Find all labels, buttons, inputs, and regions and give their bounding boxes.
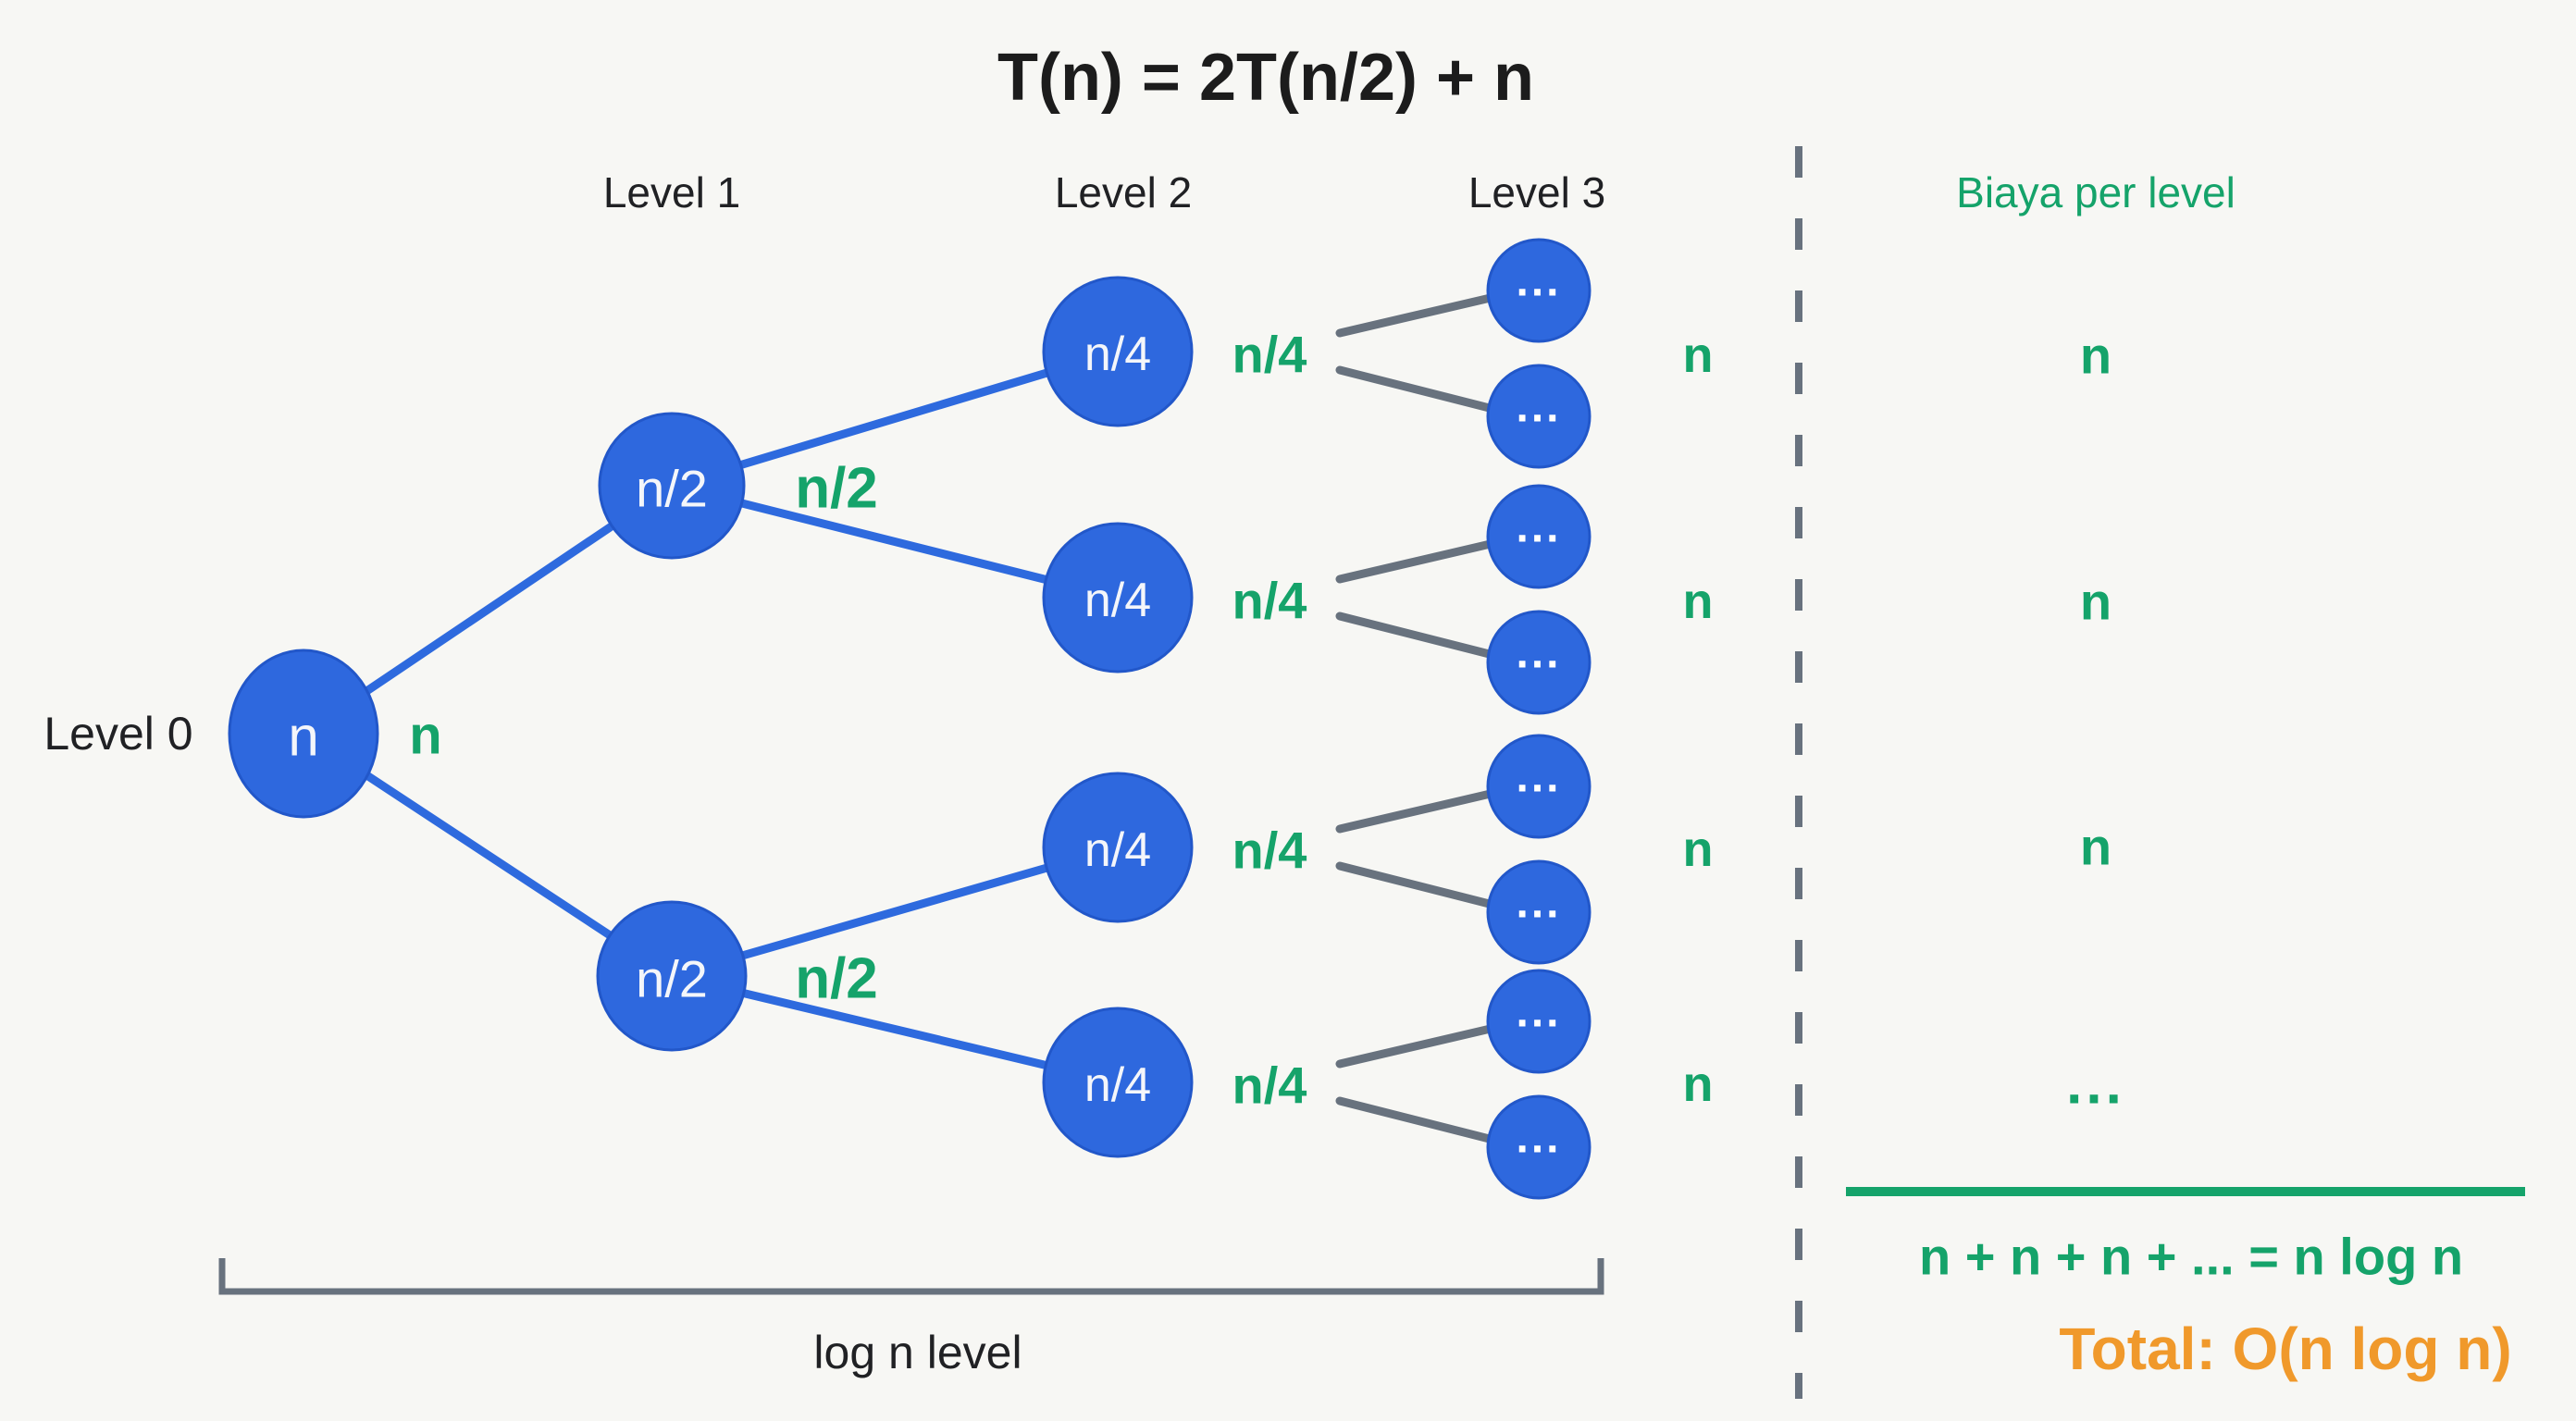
- node-leaf-5: [1486, 734, 1591, 839]
- node-leaf-7-label: ...: [1516, 988, 1561, 1037]
- cost-n2-upper: n/2: [795, 457, 878, 521]
- leaf-row-cost-3: n: [1683, 822, 1714, 877]
- depth-bracket-label: log n level: [813, 1327, 1022, 1378]
- level2-nodes: n/4 n/4 n/4 n/4 n/4 n/4 n/4 n/4: [1042, 276, 1307, 1158]
- header-cost-per-level: Biaya per level: [1956, 168, 2235, 216]
- cost-per-level-ellipsis: ...: [2066, 1053, 2125, 1117]
- node-n4-1: [1042, 276, 1194, 427]
- cost-n4-1: n/4: [1232, 326, 1307, 384]
- node-root-label: n: [288, 706, 318, 768]
- label-level-0: Level 0: [43, 708, 192, 760]
- node-n2-lower-label: n/2: [636, 950, 708, 1008]
- cost-per-level-row-1: n: [2080, 327, 2112, 385]
- node-leaf-2: [1486, 364, 1591, 469]
- node-leaf-3-label: ...: [1516, 503, 1561, 552]
- node-n2-lower: [596, 900, 748, 1052]
- edge-n2-to-n4-2: [667, 481, 1122, 602]
- header-level-1: Level 1: [603, 168, 740, 216]
- node-leaf-4: [1486, 610, 1591, 715]
- leaf-row-cost-2: n: [1683, 574, 1714, 629]
- edge-n2-to-n4-1: [667, 347, 1122, 490]
- node-leaf-6: [1486, 859, 1591, 965]
- node-root: [228, 649, 379, 819]
- cost-n4-3: n/4: [1232, 822, 1307, 880]
- node-n4-4-label: n/4: [1084, 1058, 1151, 1112]
- header-level-3: Level 3: [1468, 168, 1605, 216]
- level3-leaf-nodes: ... ... ... ... ... ... ... ...: [1486, 238, 1591, 1200]
- node-n2-upper: [598, 412, 746, 560]
- cost-n4-2: n/4: [1232, 572, 1307, 630]
- diagram-title: T(n) = 2T(n/2) + n: [997, 41, 1534, 115]
- node-n4-2-label: n/4: [1084, 574, 1151, 627]
- node-n4-3: [1042, 772, 1194, 923]
- cost-per-level-row-3: n: [2080, 818, 2112, 876]
- cost-root: n: [409, 706, 441, 766]
- edge-n2-to-n4-4: [667, 971, 1122, 1087]
- leaf-row-costs: n n n n: [1683, 327, 1714, 1112]
- node-n4-1-label: n/4: [1084, 327, 1151, 381]
- node-leaf-3: [1486, 484, 1591, 589]
- node-leaf-7: [1486, 969, 1591, 1074]
- node-leaf-5-label: ...: [1516, 753, 1561, 802]
- cost-per-level-column: n n n ... n + n + n + ... = n log n Tota…: [1846, 327, 2525, 1382]
- node-n4-3-label: n/4: [1084, 823, 1151, 877]
- node-leaf-1-label: ...: [1516, 257, 1561, 306]
- cost-per-level-row-2: n: [2080, 573, 2112, 631]
- cost-n4-4: n/4: [1232, 1056, 1307, 1115]
- leaf-row-cost-4: n: [1683, 1056, 1714, 1112]
- node-n4-4: [1042, 1007, 1194, 1158]
- node-leaf-6-label: ...: [1516, 879, 1561, 928]
- node-leaf-8: [1486, 1094, 1591, 1200]
- node-leaf-2-label: ...: [1516, 383, 1561, 432]
- node-leaf-4-label: ...: [1516, 629, 1561, 678]
- total-complexity: Total: O(n log n): [2059, 1316, 2511, 1382]
- depth-bracket: [218, 1258, 1604, 1295]
- node-leaf-8-label: ...: [1516, 1114, 1561, 1163]
- node-n4-2: [1042, 522, 1194, 673]
- node-leaf-1: [1486, 238, 1591, 343]
- header-level-2: Level 2: [1055, 168, 1192, 216]
- leaf-row-cost-1: n: [1683, 327, 1714, 383]
- cost-n2-lower: n/2: [795, 947, 878, 1011]
- sum-equation: n + n + n + ... = n log n: [1919, 1228, 2463, 1286]
- node-n2-upper-label: n/2: [636, 460, 708, 518]
- edge-n2-to-n4-3: [667, 843, 1122, 981]
